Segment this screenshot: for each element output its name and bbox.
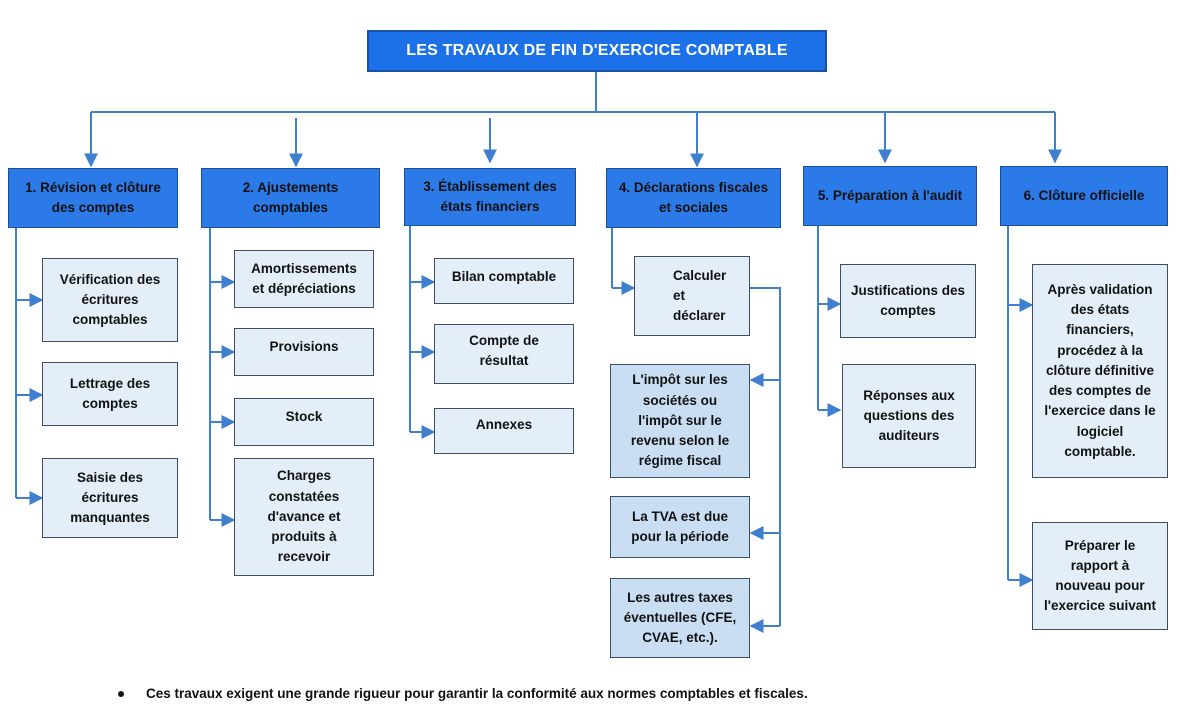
header-declarations: 4. Déclarations fiscales et sociales <box>606 168 781 228</box>
header-audit: 5. Préparation à l'audit <box>803 166 977 226</box>
item-calculer-declarer: Calculer et déclarer <box>634 256 750 336</box>
connector-col4-tax-spine <box>750 287 781 626</box>
item-compte-resultat: Compte de résultat <box>434 324 574 384</box>
item-saisie-ecritures: Saisie des écritures manquantes <box>42 458 178 538</box>
item-stock: Stock <box>234 398 374 446</box>
footnote-text: Ces travaux exigent une grande rigueur p… <box>146 686 808 701</box>
item-autres-taxes: Les autres taxes éventuelles (CFE, CVAE,… <box>610 578 750 658</box>
item-impot-societes: L'impôt sur les sociétés ou l'impôt sur … <box>610 364 750 478</box>
item-bilan-comptable: Bilan comptable <box>434 258 574 304</box>
header-cloture-officielle: 6. Clôture officielle <box>1000 166 1168 226</box>
item-provisions: Provisions <box>234 328 374 376</box>
item-reponses-auditeurs: Réponses aux questions des auditeurs <box>842 364 976 468</box>
item-justifications-comptes: Justifications des comptes <box>840 264 976 338</box>
item-tva: La TVA est due pour la période <box>610 496 750 558</box>
header-ajustements: 2. Ajustements comptables <box>201 168 380 228</box>
header-etats-financiers: 3. Établissement des états financiers <box>404 168 576 226</box>
item-verification-ecritures: Vérification des écritures comptables <box>42 258 178 342</box>
item-amortissements: Amortissements et dépréciations <box>234 250 374 308</box>
item-rapport-a-nouveau: Préparer le rapport à nouveau pour l'exe… <box>1032 522 1168 630</box>
item-cloture-definitive: Après validation des états financiers, p… <box>1032 264 1168 478</box>
item-charges-constatees: Charges constatées d'avance et produits … <box>234 458 374 576</box>
item-lettrage-comptes: Lettrage des comptes <box>42 362 178 426</box>
footnote: Ces travaux exigent une grande rigueur p… <box>118 686 808 701</box>
header-revision-cloture: 1. Révision et clôture des comptes <box>8 168 178 228</box>
diagram-title: LES TRAVAUX DE FIN D'EXERCICE COMPTABLE <box>367 30 827 72</box>
bullet-icon <box>118 690 124 697</box>
item-annexes: Annexes <box>434 408 574 454</box>
